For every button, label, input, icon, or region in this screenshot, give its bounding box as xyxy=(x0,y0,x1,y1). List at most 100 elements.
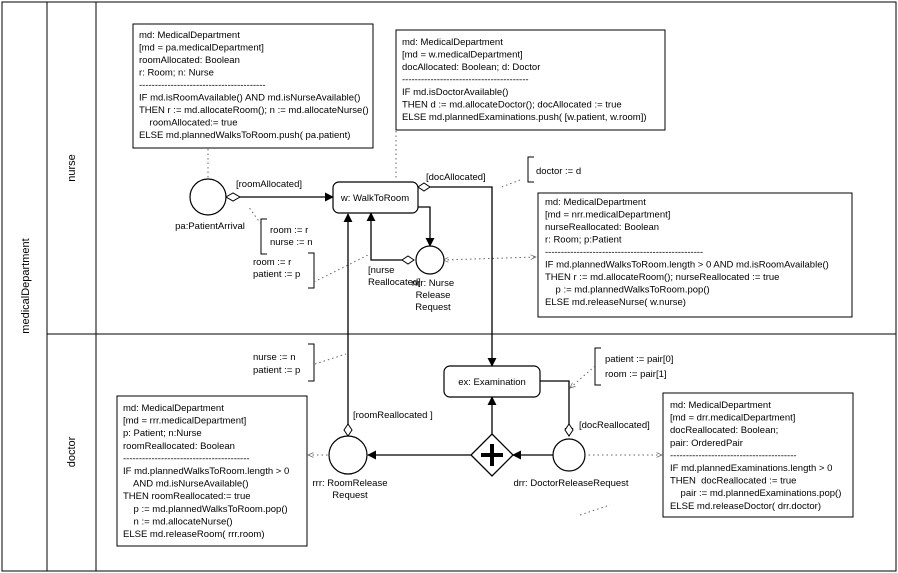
text-line: r: Room; p:Patient xyxy=(545,235,622,246)
text-line: md: MedicalDepartment xyxy=(402,37,503,48)
doctor-assign-text: doctor := d xyxy=(536,166,581,177)
text-line: roomAllocated:= true xyxy=(139,118,237,129)
text-line: ---------------------------------------- xyxy=(670,450,797,461)
text-line: rrr: RoomRelease xyxy=(313,478,388,489)
text-line: r: Room; n: Nurse xyxy=(139,68,214,79)
nrr-rule-box xyxy=(537,192,853,318)
patient-arrival-event[interactable] xyxy=(189,178,227,216)
conditional-marker-drr xyxy=(564,423,574,437)
text-line: pair := md.plannedExaminations.pop() xyxy=(670,488,841,499)
room-patient-bracket xyxy=(308,252,315,289)
text-line: nurse := n xyxy=(253,352,296,363)
text-line: THEN r := md.allocateRoom(); n := md.all… xyxy=(139,105,369,116)
text-line: IF md.plannedWalksToRoom.length > 0 xyxy=(123,466,289,477)
text-line: ELSE md.releaseNurse( w.nurse) xyxy=(545,297,686,308)
text-line: p: Patient; n:Nurse xyxy=(123,428,202,439)
text-line: [md = pa.medicalDepartment] xyxy=(139,43,264,54)
conditional-marker-walk xyxy=(417,182,431,192)
room-release-request-event[interactable] xyxy=(328,435,368,475)
pair-assign-bracket xyxy=(594,347,601,386)
text-line: [nurse xyxy=(368,265,394,276)
text-line: THEN roomReallocated:= true xyxy=(123,491,251,502)
assoc-room-patient xyxy=(313,253,371,283)
text-line: [md = w.medicalDepartment] xyxy=(402,50,523,61)
text-line: roomAllocated: Boolean xyxy=(139,55,240,66)
lane-label-doctor: doctor xyxy=(66,436,78,467)
cond-doc-reallocated: [docReallocated] xyxy=(579,420,650,431)
flow-walk-to-nrr xyxy=(418,206,435,247)
text-line: patient := p xyxy=(253,365,300,376)
assoc-nrr xyxy=(443,257,536,260)
text-line: THEN docReallocated := true xyxy=(670,476,796,487)
text-line: room := r xyxy=(253,257,291,268)
flow-nrr-to-walk xyxy=(366,212,414,261)
patient-arrival-label: pa:PatientArrival xyxy=(175,221,245,232)
drr-rule-text: md: MedicalDepartment[md = drr.medicalDe… xyxy=(670,400,841,512)
text-line: [md = nrr.medicalDepartment] xyxy=(545,210,670,221)
text-line: patient := p xyxy=(253,269,300,280)
text-line: IF md.isDoctorAvailable() xyxy=(402,87,508,98)
text-line: THEN d := md.allocateDoctor(); docAlloca… xyxy=(402,100,622,111)
text-line: p := md.plannedWalksToRoom.pop() xyxy=(123,504,288,515)
text-line: roomReallocated: Boolean xyxy=(123,441,235,452)
text-line: md: MedicalDepartment xyxy=(123,403,224,414)
text-line: [md = rrr.medicalDepartment] xyxy=(123,416,246,427)
text-line: md: MedicalDepartment xyxy=(545,197,646,208)
cond-room-reallocated: [roomReallocated ] xyxy=(353,410,433,421)
nurse-patient-bracket xyxy=(308,343,315,382)
arrival-rule-box xyxy=(132,23,374,149)
flow-walk-to-exam xyxy=(430,186,497,367)
parallel-gateway[interactable] xyxy=(470,433,514,477)
drr-rule-box xyxy=(662,392,854,518)
assoc-drr-bottom xyxy=(579,504,611,516)
doctor-assign-bracket xyxy=(527,156,534,183)
text-line: IF md.plannedExaminations.length > 0 xyxy=(670,463,832,474)
text-line: Reallocated] xyxy=(368,277,421,288)
assoc-pair xyxy=(570,365,596,388)
text-line: docAllocated: Boolean; d: Doctor xyxy=(402,62,540,73)
nrr-rule-text: md: MedicalDepartment [md = nrr.medicalDe… xyxy=(545,197,829,308)
room-nurse-bracket xyxy=(260,218,267,255)
examination-activity[interactable] xyxy=(443,365,541,398)
walk-to-room-activity[interactable] xyxy=(332,181,419,214)
text-line: ELSE md.plannedExaminations.push( [w.pat… xyxy=(402,112,647,123)
text-line: Request xyxy=(415,302,451,313)
doctor-release-request-event[interactable] xyxy=(552,438,586,472)
lane-label-nurse: nurse xyxy=(66,154,78,182)
walk-rule-box xyxy=(395,29,666,131)
text-line: md: MedicalDepartment xyxy=(139,30,240,41)
pair-assign-text: patient := pair[0] room := pair[1] xyxy=(605,354,673,380)
text-line: ---------------------------------------- xyxy=(139,80,266,91)
text-line: Request xyxy=(332,490,368,501)
arrival-rule-text: md: MedicalDepartment [md = pa.medicalDep… xyxy=(139,30,369,141)
text-line: IF md.plannedWalksToRoom.length > 0 AND … xyxy=(545,260,829,271)
nurse-release-request-event[interactable] xyxy=(415,245,445,275)
cond-room-allocated: [roomAllocated] xyxy=(236,179,302,190)
pool-label: medicalDepartment xyxy=(20,238,32,333)
flow-exam-to-drr xyxy=(540,380,574,437)
text-line: patient := pair[0] xyxy=(605,354,673,365)
text-line: ELSE md.plannedWalksToRoom.push( pa.pati… xyxy=(139,130,350,141)
text-line: nrr: Nurse xyxy=(412,278,454,289)
conditional-marker-arrival xyxy=(224,192,242,202)
text-line: ELSE md.releaseDoctor( drr.doctor) xyxy=(670,501,821,512)
text-line: md: MedicalDepartment xyxy=(670,400,771,411)
text-line: Release xyxy=(416,290,451,301)
cond-doc-allocated: [docAllocated] xyxy=(426,172,486,183)
text-line: ELSE md.releaseRoom( rrr.room) xyxy=(123,529,264,540)
assoc-nurse-patient xyxy=(314,353,347,365)
text-line: pair: OrderedPair xyxy=(670,438,743,449)
conditional-marker-rrr xyxy=(343,423,353,437)
drr-label: drr: DoctorReleaseRequest xyxy=(513,478,628,489)
text-line: doctor := d xyxy=(536,166,581,177)
plus-icon xyxy=(481,444,503,466)
text-line: p := md.plannedWalksToRoom.pop() xyxy=(545,285,710,296)
text-line: room := pair[1] xyxy=(605,369,667,380)
